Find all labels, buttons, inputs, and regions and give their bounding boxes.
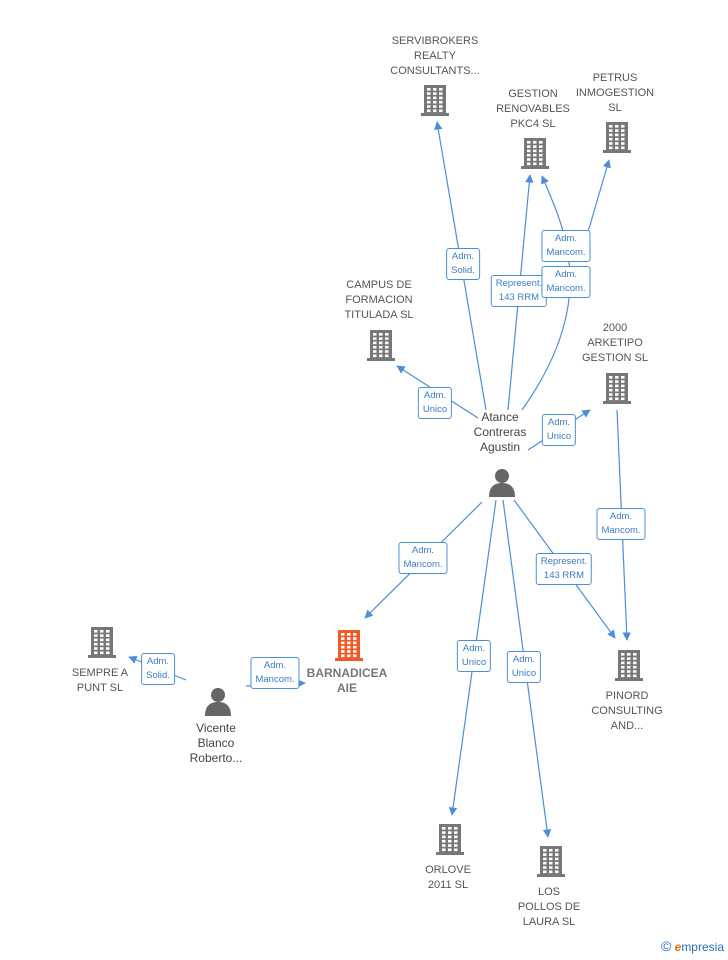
edge-label-e12[interactable]: Adm. Solid.	[141, 653, 175, 685]
node-label-servibrokers[interactable]: SERVIBROKERS REALTY CONSULTANTS...	[390, 35, 480, 77]
building-icon[interactable]	[367, 328, 395, 367]
edge-label-e4[interactable]: Adm. Mancom.	[541, 266, 591, 298]
edge-label-e6[interactable]: Adm. Unico	[541, 414, 577, 446]
edge-label-e7[interactable]: Adm. Mancom.	[596, 508, 646, 540]
logo-text: mpresia	[681, 940, 724, 954]
building-icon[interactable]	[603, 120, 631, 159]
node-label-pinord[interactable]: PINORD CONSULTING AND...	[591, 690, 663, 732]
node-label-arketipo[interactable]: 2000 ARKETIPO GESTION SL	[581, 322, 649, 364]
building-icon[interactable]	[615, 648, 643, 687]
edge-label-e2[interactable]: Represent. 143 RRM	[490, 275, 548, 307]
building-icon[interactable]	[603, 371, 631, 410]
node-label-vicente[interactable]: Vicente Blanco Roberto...	[189, 721, 243, 765]
edge-label-e5[interactable]: Adm. Unico	[417, 387, 453, 419]
building-icon[interactable]	[335, 628, 363, 667]
edge-label-e8[interactable]: Adm. Mancom.	[398, 542, 448, 574]
node-label-campus[interactable]: CAMPUS DE FORMACION TITULADA SL	[344, 279, 414, 321]
node-label-gestion-renovables[interactable]: GESTION RENOVABLES PKC4 SL	[496, 88, 570, 130]
edge-label-e13[interactable]: Adm. Mancom.	[250, 657, 300, 689]
edge-e4	[587, 159, 611, 233]
logo-initial: e	[674, 940, 682, 954]
edge-label-e11[interactable]: Adm. Unico	[506, 651, 542, 683]
building-icon[interactable]	[88, 625, 116, 664]
node-label-barnadicea[interactable]: BARNADICEA AIE	[306, 666, 388, 695]
building-icon[interactable]	[421, 83, 449, 122]
building-icon[interactable]	[537, 844, 565, 883]
node-label-pollos[interactable]: LOS POLLOS DE LAURA SL	[517, 886, 581, 928]
building-icon[interactable]	[521, 136, 549, 175]
node-label-petrus[interactable]: PETRUS INMOGESTION SL	[575, 72, 655, 114]
edge-label-e9[interactable]: Represent. 143 RRM	[535, 553, 593, 585]
empresia-logo[interactable]: © empresia	[661, 938, 724, 954]
building-icon[interactable]	[436, 822, 464, 861]
edge-label-e3[interactable]: Adm. Mancom.	[541, 230, 591, 262]
person-icon[interactable]	[487, 467, 517, 502]
copyright-icon: ©	[660, 938, 672, 954]
edge-label-e10[interactable]: Adm. Unico	[456, 640, 492, 672]
node-label-orlove[interactable]: ORLOVE 2011 SL	[425, 864, 471, 891]
node-label-atance[interactable]: Atance Contreras Agustin	[473, 410, 527, 454]
edge-label-e1[interactable]: Adm. Solid.	[446, 248, 480, 280]
node-label-sempre[interactable]: SEMPRE A PUNT SL	[71, 667, 129, 694]
person-icon[interactable]	[203, 686, 233, 721]
